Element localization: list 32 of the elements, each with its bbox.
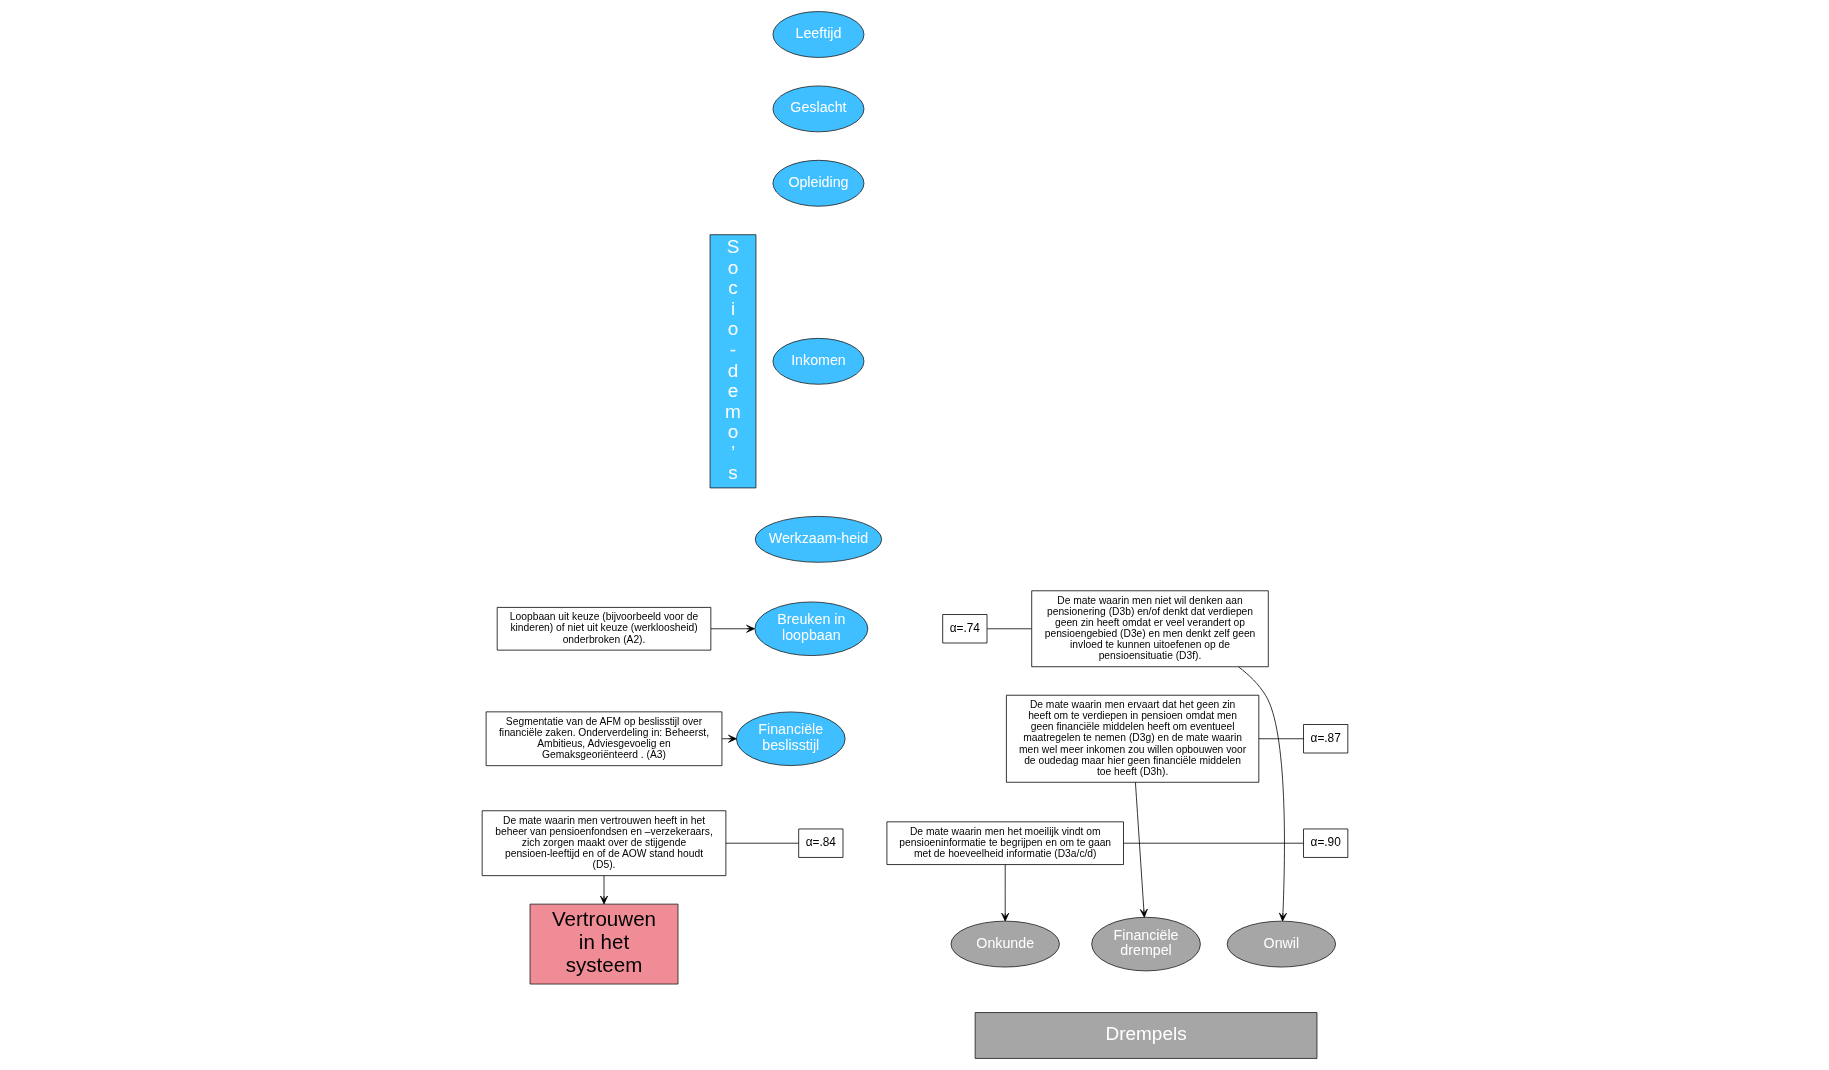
node-box: α=.90 bbox=[1302, 828, 1348, 858]
node-box: α=.87 bbox=[1302, 724, 1348, 754]
node-box: De mate waarin men niet wil denken aan pensionering (D3b) en/of denkt dat verdiepen geen zin heeft omdat er veel verandert op pensioengebied (D3e) en men denkt zelf geen invloed te kunnen uitoefenen op de pensioensituatie (D3f). bbox=[1030, 590, 1269, 668]
node-ellipse: Financiële beslisstijl bbox=[735, 711, 845, 766]
node-box: α=.84 bbox=[797, 828, 843, 858]
node-box: Socio-demo’s bbox=[709, 234, 756, 489]
node-ellipse: Geslacht bbox=[772, 85, 864, 133]
node-box: Segmentatie van de AFM op beslisstijl over financiële zaken. Onderverdeling in: Beheerst, Ambitieus, Adviesgevoelig en Gemaksgeoriënteerd . (A3) bbox=[485, 711, 722, 767]
node-ellipse: Financiële drempel bbox=[1090, 916, 1201, 972]
arrow bbox=[1000, 864, 1009, 922]
node-box: De mate waarin men het moeilijk vindt om pensioeninformatie te begrijpen en om te gaan met de hoeveelheid informatie (D3a/c/d) bbox=[886, 821, 1124, 865]
connector bbox=[1122, 842, 1304, 844]
node-ellipse: Onkunde bbox=[950, 920, 1060, 968]
node-ellipse: Inkomen bbox=[772, 337, 864, 385]
node-ellipse: Werkzaam-heid bbox=[754, 516, 882, 563]
node-ellipse: Leeftijd bbox=[772, 11, 864, 58]
node-box: Loopbaan uit keuze (bijvoorbeeld voor de kinderen) of niet uit keuze (werkloosheid) onderbroken (A2). bbox=[496, 607, 711, 651]
connector bbox=[1258, 738, 1304, 740]
arrow bbox=[721, 734, 737, 743]
node-box: De mate waarin men vertrouwen heeft in het beheer van pensioenfondsen en –verzekeraars, zich zorgen maakt over de stijgende pensioen-leeftijd en of de AOW stand houdt (D5). bbox=[481, 810, 726, 877]
connector bbox=[986, 628, 1032, 630]
node-ellipse: Opleiding bbox=[772, 159, 864, 207]
node-box: Vertrouwen in het systeem bbox=[529, 903, 678, 985]
arrow bbox=[1134, 782, 1148, 918]
node-box: De mate waarin men ervaart dat het geen zin heeft om te verdiepen in pensioen omdat men geen financiële middelen heeft om eventueel maatregelen te nemen (D3g) en de mate waarin men wel meer inkomen zou willen opbouwen voor de oudedag maar hier geen financiële middelen toe heeft (D3h). bbox=[1005, 694, 1259, 783]
node-ellipse: Breuken in loopbaan bbox=[754, 601, 868, 656]
arrow bbox=[599, 875, 608, 905]
node-ellipse: Onwil bbox=[1226, 920, 1336, 968]
node-box: α=.74 bbox=[941, 614, 987, 644]
node-box: Drempels bbox=[974, 1012, 1317, 1059]
connector bbox=[725, 842, 799, 844]
arrow bbox=[710, 624, 755, 633]
